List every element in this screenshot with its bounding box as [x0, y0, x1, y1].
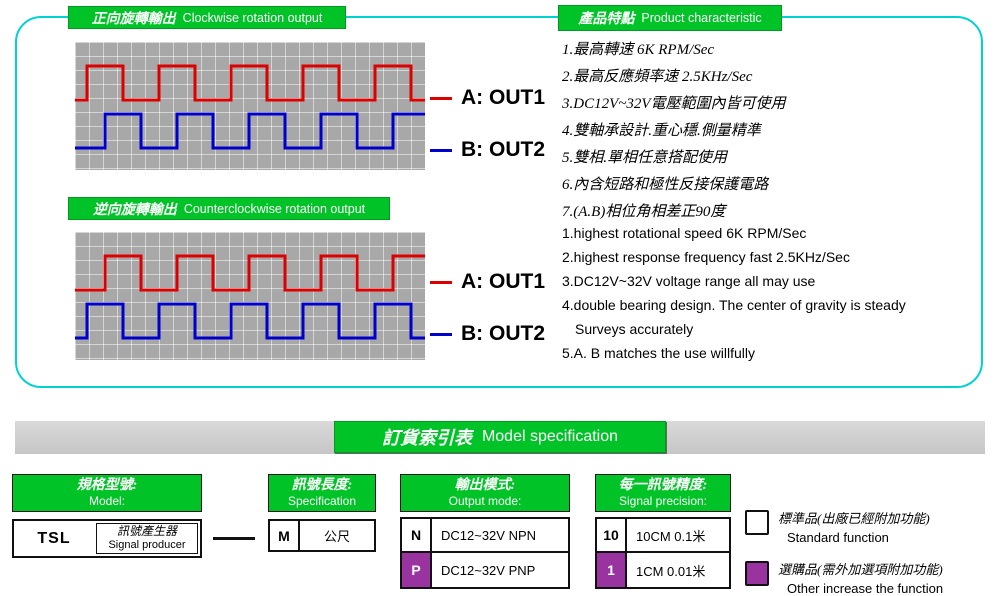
length-header-zh: 訊號長度: [291, 477, 353, 493]
features-list-zh: 1.最高轉速 6K RPM/Sec 2.最高反應頻率速 2.5KHz/Sec 3… [562, 37, 786, 226]
precision-1-label: 1CM 0.01米 [636, 563, 706, 579]
out1-square-wave [75, 64, 425, 102]
optional-option-en: Other increase the function [787, 581, 944, 596]
signal-precision-column-header: 每一訊號精度: Signal precision: [595, 474, 731, 512]
signal-producer-zh: 訊號產生器 [116, 524, 177, 539]
pnp-code: P [402, 553, 432, 587]
ccw-out2-label: B: OUT2 [430, 322, 545, 346]
model-spec-title: 訂貨索引表 Model specification [334, 421, 666, 453]
out1-wave-dash-icon [430, 96, 452, 100]
feature-item-zh: 7.(A.B)相位角相差正90度 [562, 204, 726, 220]
standard-option-en: Standard function [787, 530, 889, 545]
features-list-en: 1.highest rotational speed 6K RPM/Sec 2.… [562, 221, 906, 365]
standard-option-zh: 標準品(出廠已經附加功能) [778, 511, 930, 526]
optional-option-swatch [745, 561, 769, 586]
model-column-header: 規格型號: Model: [12, 474, 202, 512]
feature-item-en: 5.A. B matches the use willfully [562, 345, 755, 361]
length-code: M [270, 521, 300, 550]
standard-option-swatch [745, 510, 769, 535]
signal-producer-box: 訊號產生器 Signal producer [96, 523, 198, 554]
pnp-label: DC12~32V PNP [441, 562, 536, 578]
product-characteristic-header-zh: 產品特點 [578, 12, 635, 27]
precision-header-zh: 每一訊號精度: [618, 477, 708, 493]
signal-length-box: M 公尺 [268, 519, 376, 552]
counterclockwise-output-label-en: Counterclockwise rotation output [183, 201, 366, 216]
product-characteristic-header: 產品特點 Product characteristic [558, 5, 782, 31]
feature-item-en: 2.highest response frequency fast 2.5KHz… [562, 249, 850, 265]
clockwise-output-label-en: Clockwise rotation output [182, 10, 323, 25]
scope-grid [75, 42, 425, 170]
feature-item-en: 3.DC12V~32V voltage range all may use [562, 273, 816, 289]
out2-wave-dash-icon [430, 332, 452, 336]
optional-option-legend: 選購品(需外加選項附加功能) Other increase the functi… [778, 559, 943, 596]
out2-label-text: B: OUT2 [461, 138, 545, 161]
cw-out2-label: B: OUT2 [430, 138, 545, 162]
clockwise-waveform-chart [75, 42, 425, 170]
standard-option-legend: 標準品(出廠已經附加功能) Standard function [778, 508, 930, 545]
length-unit: 公尺 [323, 529, 350, 544]
out2-wave-dash-icon [430, 148, 452, 152]
precision-row-10cm: 10 10CM 0.1米 [595, 517, 731, 553]
out1-square-wave [75, 254, 425, 292]
ccw-out1-label: A: OUT1 [430, 270, 545, 294]
model-code: TSL [37, 529, 71, 547]
signal-length-column-header: 訊號長度: Specification [268, 474, 376, 512]
output-mode-column-header: 輸出模式: Output mode: [400, 474, 570, 512]
dash-connector [213, 537, 255, 540]
feature-item-zh: 3.DC12V~32V電壓範圍內皆可使用 [562, 96, 786, 112]
feature-item-zh: 5.雙相.單相任意搭配使用 [562, 150, 728, 166]
out2-label-text: B: OUT2 [461, 322, 545, 345]
optional-option-zh: 選購品(需外加選項附加功能) [778, 562, 943, 577]
cw-out1-label: A: OUT1 [430, 86, 545, 110]
output-header-en: Output mode: [448, 494, 522, 509]
out2-square-wave [75, 112, 425, 150]
output-mode-row-npn: N DC12~32V NPN [400, 517, 570, 553]
model-header-zh: 規格型號: [76, 477, 138, 493]
precision-1-code: 1 [597, 553, 627, 587]
signal-producer-en: Signal producer [108, 539, 186, 552]
out1-wave-dash-icon [430, 280, 452, 284]
scope-grid [75, 232, 425, 360]
precision-header-en: Signal precision: [618, 494, 708, 509]
feature-item-zh: 1.最高轉速 6K RPM/Sec [562, 42, 715, 58]
counterclockwise-output-label-zh: 逆向旋轉輸出 [92, 202, 177, 218]
out1-label-text: A: OUT1 [461, 86, 545, 109]
feature-item-zh: 6.內含短路和極性反接保護電路 [562, 177, 769, 193]
model-code-box: TSL 訊號產生器 Signal producer [12, 519, 202, 558]
counterclockwise-output-label: 逆向旋轉輸出 Counterclockwise rotation output [68, 197, 390, 220]
model-header-en: Model: [88, 494, 126, 509]
output-mode-row-pnp: P DC12~32V PNP [400, 551, 570, 589]
feature-item-en: 4.double bearing design. The center of g… [562, 297, 906, 313]
model-spec-title-en: Model specification [481, 428, 619, 445]
out1-label-text: A: OUT1 [461, 270, 545, 293]
clockwise-output-label-zh: 正向旋轉輸出 [91, 11, 176, 27]
model-spec-title-zh: 訂貨索引表 [381, 428, 472, 448]
feature-item-zh: 4.雙軸承設計.重心穩.側量精準 [562, 123, 761, 139]
feature-item-en: 1.highest rotational speed 6K RPM/Sec [562, 225, 807, 241]
length-header-en: Specification [287, 494, 357, 509]
product-characteristic-header-en: Product characteristic [641, 11, 762, 25]
precision-10-label: 10CM 0.1米 [636, 528, 706, 544]
clockwise-output-label: 正向旋轉輸出 Clockwise rotation output [68, 6, 346, 29]
out2-square-wave [75, 302, 425, 340]
npn-code: N [402, 519, 432, 551]
output-header-zh: 輸出模式: [454, 477, 516, 493]
counterclockwise-waveform-chart [75, 232, 425, 360]
feature-item-en-continuation: Surveys accurately [575, 321, 694, 337]
npn-label: DC12~32V NPN [441, 527, 537, 543]
feature-item-zh: 2.最高反應頻率速 2.5KHz/Sec [562, 69, 753, 85]
precision-row-1cm: 1 1CM 0.01米 [595, 551, 731, 589]
precision-10-code: 10 [597, 519, 627, 551]
